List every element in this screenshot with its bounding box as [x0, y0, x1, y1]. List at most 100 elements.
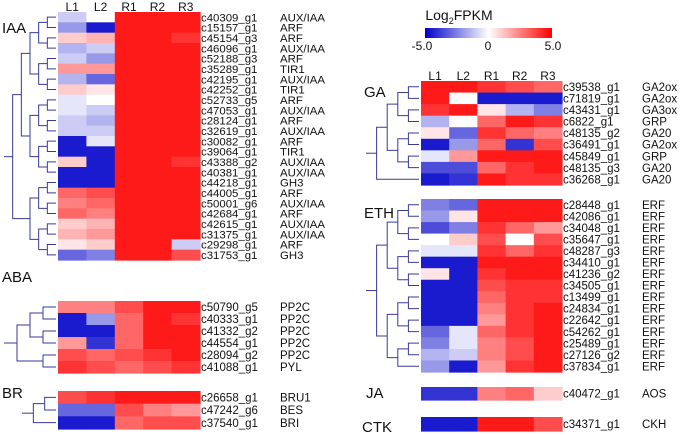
heatmap-cell — [86, 22, 116, 34]
heatmap-cells-iaa — [58, 12, 201, 261]
dendrogram-iaa-branch — [12, 94, 30, 220]
heatmap-cell — [86, 325, 116, 338]
gene-label: c54262_g1 — [563, 327, 620, 339]
heatmap-cell — [58, 239, 87, 251]
heatmap-cell — [58, 167, 87, 178]
dendrogram-aba-branch — [29, 312, 43, 338]
column-label-iaa-r2: R2 — [150, 0, 166, 14]
heatmap-cell — [477, 417, 507, 432]
heatmap-cell — [505, 325, 535, 338]
heatmap-cell — [143, 361, 173, 374]
annotation-label: PP2C — [280, 302, 310, 314]
column-label-iaa-r1: R1 — [121, 0, 137, 14]
heatmap-cell — [449, 245, 478, 258]
heatmap-cell — [143, 115, 173, 127]
heatmap-cell — [114, 53, 144, 65]
heatmap-cell — [114, 313, 144, 326]
dendrogram-iaa-branch — [38, 63, 48, 85]
annotation-label: ERF — [642, 338, 665, 350]
heatmap-cell — [114, 229, 144, 240]
dendrogram-iaa-branch — [38, 21, 48, 44]
heatmap-cell — [58, 74, 87, 85]
heatmap-cell — [505, 417, 535, 432]
heatmap-cell — [171, 125, 201, 137]
heatmap-cell — [449, 115, 478, 128]
heatmap-cell — [533, 150, 563, 163]
dendrogram-ga-branch — [397, 138, 409, 163]
heatmap-cell — [533, 417, 563, 432]
heatmap-cell — [533, 348, 563, 362]
heatmap-cell — [143, 208, 173, 220]
heatmap-cell — [477, 387, 507, 401]
heatmap-cell — [143, 12, 173, 23]
heatmap-cell — [58, 337, 87, 350]
heatmap-cell — [171, 301, 201, 314]
heatmap-cell — [114, 187, 144, 199]
heatmap-cell — [477, 279, 507, 292]
heatmap-cell — [171, 115, 201, 127]
heatmap-cell — [533, 302, 563, 315]
heatmap-cell — [143, 156, 173, 168]
gene-label: c40309_g1 — [201, 12, 257, 24]
heatmap-cell — [171, 391, 201, 405]
heatmap-cells-aba — [58, 301, 201, 374]
heatmap-cell — [421, 268, 450, 281]
dendrogram-iaa-branch — [46, 223, 56, 235]
heatmap-cell — [171, 63, 201, 75]
heatmap-cell — [533, 127, 563, 140]
heatmap-cell — [421, 337, 450, 350]
heatmap-cell — [86, 105, 116, 116]
annotation-label: BRI — [280, 418, 299, 430]
heatmap-cell — [143, 249, 173, 261]
dendrogram-eth-branch — [397, 256, 409, 281]
heatmap-cell — [58, 22, 87, 34]
heatmap-cell — [449, 161, 478, 175]
heatmap-cell — [505, 387, 535, 401]
heatmap-cell — [505, 222, 535, 235]
gene-label: c48135_g3 — [563, 163, 620, 175]
dendrogram-ga-branch — [386, 103, 398, 151]
annotation-label: ARF — [280, 136, 303, 148]
heatmap-cell — [421, 256, 450, 269]
annotation-label: BRU1 — [280, 392, 311, 404]
gene-label: c43388_g2 — [201, 157, 257, 169]
annotation-label: GA2ox — [642, 140, 677, 152]
heatmap-cell — [86, 146, 116, 158]
heatmap-cell — [58, 313, 87, 326]
heatmap-cell — [171, 239, 201, 251]
heatmap-cell — [505, 81, 535, 94]
heatmap-cell — [421, 127, 450, 140]
heatmap-cell — [171, 229, 201, 240]
gene-label: c39538_g1 — [563, 82, 620, 94]
heatmap-cell — [449, 256, 478, 269]
gene-label: c40472_g1 — [563, 389, 620, 401]
heatmap-cell — [533, 210, 563, 223]
heatmap-cell — [449, 210, 478, 223]
column-label-iaa-l2: L2 — [94, 0, 108, 14]
annotation-label: GA20 — [642, 174, 671, 186]
heatmap-cell — [449, 325, 478, 338]
dendrogram-iaa-branch — [46, 202, 56, 214]
heatmap-cell — [58, 94, 87, 106]
heatmap-cell — [477, 325, 507, 338]
heatmap-cell — [477, 222, 507, 235]
gene-label: c35289_g1 — [201, 64, 257, 76]
heatmap-cell — [143, 63, 173, 75]
heatmap-cell — [477, 360, 507, 373]
heatmap-cell — [477, 210, 507, 223]
gene-label: c29298_g1 — [201, 240, 257, 252]
gene-label: c31753_g1 — [201, 250, 257, 262]
panel-label-ja: JA — [366, 385, 384, 402]
heatmap-cell — [421, 314, 450, 327]
annotation-label: TIR1 — [280, 147, 305, 159]
heatmap-cell — [114, 416, 144, 430]
annotation-label: PP2C — [280, 314, 310, 326]
heatmap-cell — [533, 291, 563, 304]
column-label-ga-r2: R2 — [512, 69, 528, 83]
gene-label: c52733_g5 — [201, 95, 257, 107]
heatmap-cell — [58, 208, 87, 220]
